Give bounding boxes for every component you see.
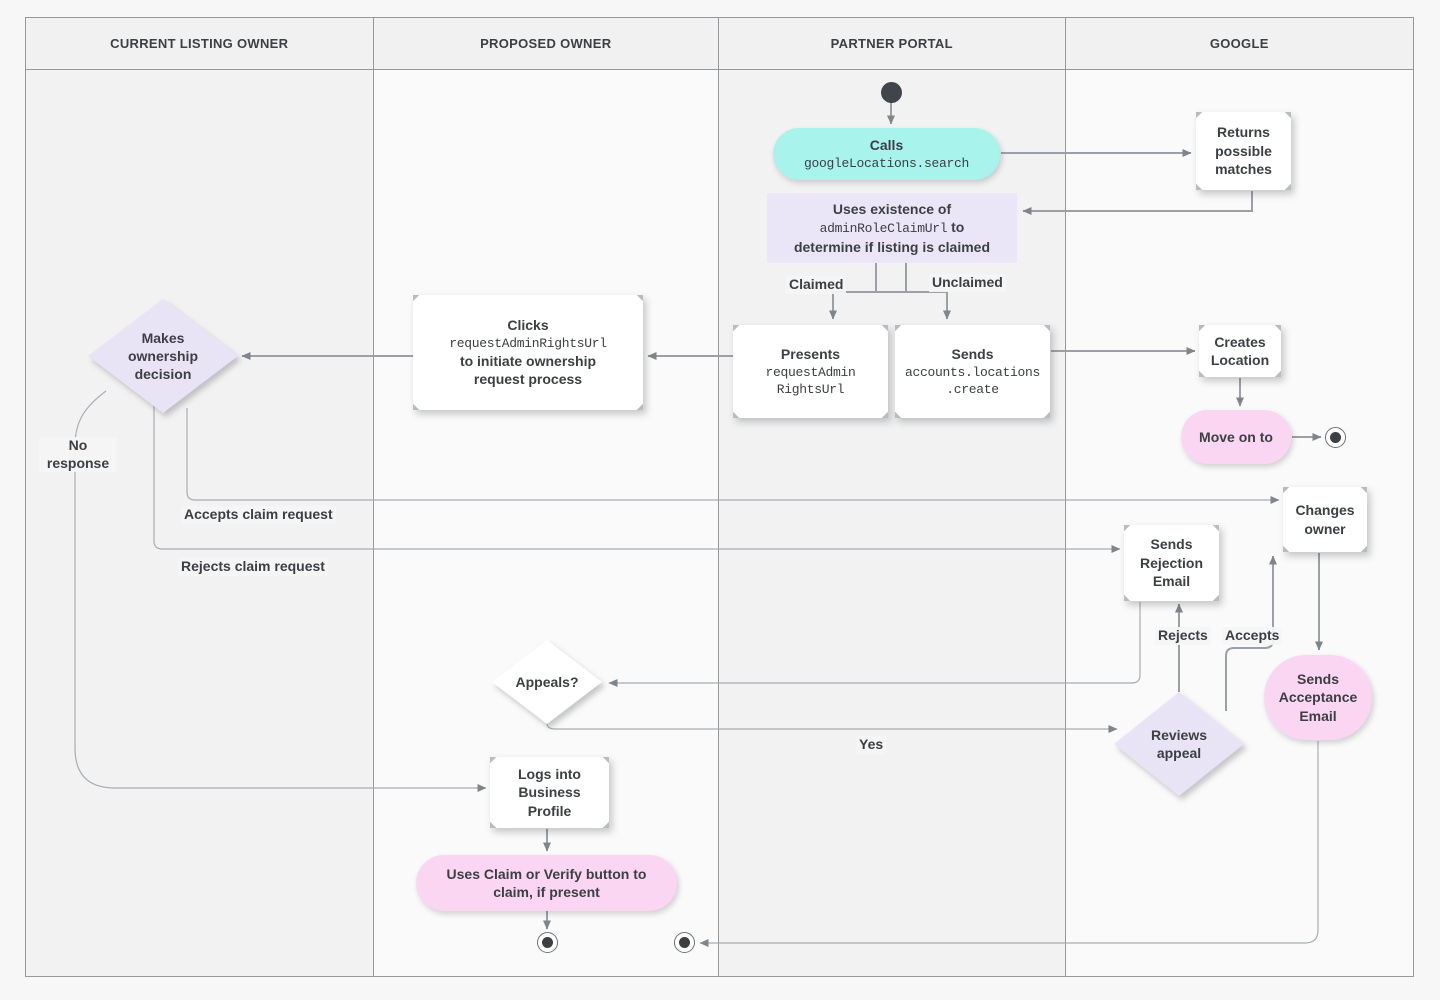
- edge-label-unclaimed: Unclaimed: [929, 274, 1006, 292]
- node-text: Move on to: [1199, 428, 1273, 445]
- edge-label-yes: Yes: [856, 736, 887, 754]
- node-code-line1: requestAdmin: [765, 364, 856, 380]
- edge-label-rejects-claim-request: Rejects claim request: [178, 558, 328, 576]
- edge-label-accepts: Accepts: [1222, 627, 1283, 645]
- node-text: Reviews appeal: [1150, 726, 1208, 761]
- node-sends-acceptance-email: Sends Acceptance Email: [1264, 655, 1372, 740]
- node-title: Sends: [951, 346, 994, 363]
- node-clicks-requestadminrightsurl: Clicks requestAdminRightsUrl to initiate…: [413, 295, 643, 410]
- node-changes-owner: Changes owner: [1283, 487, 1367, 552]
- node-returns-possible-matches: Returns possible matches: [1196, 112, 1291, 190]
- node-line2: adminRoleClaimUrl to: [820, 218, 965, 237]
- node-code-line2: RightsUrl: [776, 381, 845, 397]
- node-line2-suffix: to: [947, 219, 965, 236]
- lane-proposed-owner: [373, 70, 719, 976]
- lane-header-row: CURRENT LISTING OWNER PROPOSED OWNER PAR…: [26, 18, 1413, 70]
- node-appeals: Appeals?: [492, 640, 602, 724]
- node-sends-accounts-locations-create: Sends accounts.locations .create: [895, 325, 1050, 418]
- end-node-acceptance-flow: [674, 932, 695, 953]
- node-text: Uses Claim or Verify button to claim, if…: [446, 865, 647, 900]
- node-logs-into-business-profile: Logs into Business Profile: [490, 757, 609, 828]
- node-calls-googlelocations-search: Calls googleLocations.search: [773, 128, 1000, 180]
- node-title: Calls: [869, 137, 904, 154]
- node-rest: to initiate ownership request process: [459, 352, 597, 388]
- node-makes-ownership-decision: Makes ownership decision: [88, 299, 238, 413]
- node-code: googleLocations.search: [803, 155, 970, 171]
- lane-header-current-listing-owner: CURRENT LISTING OWNER: [26, 18, 374, 69]
- node-line1: Uses existence of: [832, 200, 952, 217]
- end-node-claim-flow: [537, 932, 558, 953]
- node-title: Clicks: [507, 317, 549, 334]
- node-reviews-appeal: Reviews appeal: [1114, 692, 1244, 796]
- node-text: Returns possible matches: [1215, 124, 1272, 178]
- node-move-on-to: Move on to: [1181, 410, 1291, 464]
- start-node: [881, 82, 902, 103]
- node-text: Sends Acceptance Email: [1278, 670, 1358, 724]
- node-text: Creates Location: [1210, 333, 1270, 368]
- edge-label-rejects: Rejects: [1155, 627, 1211, 645]
- node-code-line2: .create: [946, 381, 999, 397]
- end-node-dot: [679, 937, 690, 948]
- node-uses-existence-adminroleclaimurl: Uses existence of adminRoleClaimUrl to d…: [767, 193, 1017, 263]
- node-creates-location: Creates Location: [1199, 325, 1281, 377]
- node-title: Presents: [780, 346, 841, 363]
- node-text: Makes ownership decision: [127, 329, 198, 383]
- edge-label-claimed: Claimed: [786, 276, 847, 294]
- node-code: adminRoleClaimUrl: [819, 221, 948, 237]
- node-text: Appeals?: [515, 673, 579, 690]
- node-line3: determine if listing is claimed: [793, 238, 991, 255]
- end-node-dot: [1330, 432, 1341, 443]
- node-text: Changes owner: [1295, 502, 1355, 537]
- node-presents-requestadminrightsurl: Presents requestAdmin RightsUrl: [733, 325, 888, 418]
- node-code: requestAdminRightsUrl: [449, 335, 607, 351]
- edge-label-no-response: No response: [39, 437, 117, 472]
- node-text: Sends Rejection Email: [1139, 536, 1203, 590]
- lane-header-proposed-owner: PROPOSED OWNER: [374, 18, 719, 69]
- lane-header-partner-portal: PARTNER PORTAL: [719, 18, 1066, 69]
- end-node-create-flow: [1325, 427, 1346, 448]
- node-code-line1: accounts.locations: [904, 364, 1041, 380]
- node-uses-claim-or-verify-button: Uses Claim or Verify button to claim, if…: [416, 855, 677, 911]
- end-node-dot: [542, 937, 553, 948]
- edge-label-accepts-claim-request: Accepts claim request: [181, 506, 336, 524]
- node-text: Logs into Business Profile: [518, 765, 581, 819]
- node-sends-rejection-email: Sends Rejection Email: [1124, 525, 1219, 601]
- lane-header-google: GOOGLE: [1209, 36, 1269, 51]
